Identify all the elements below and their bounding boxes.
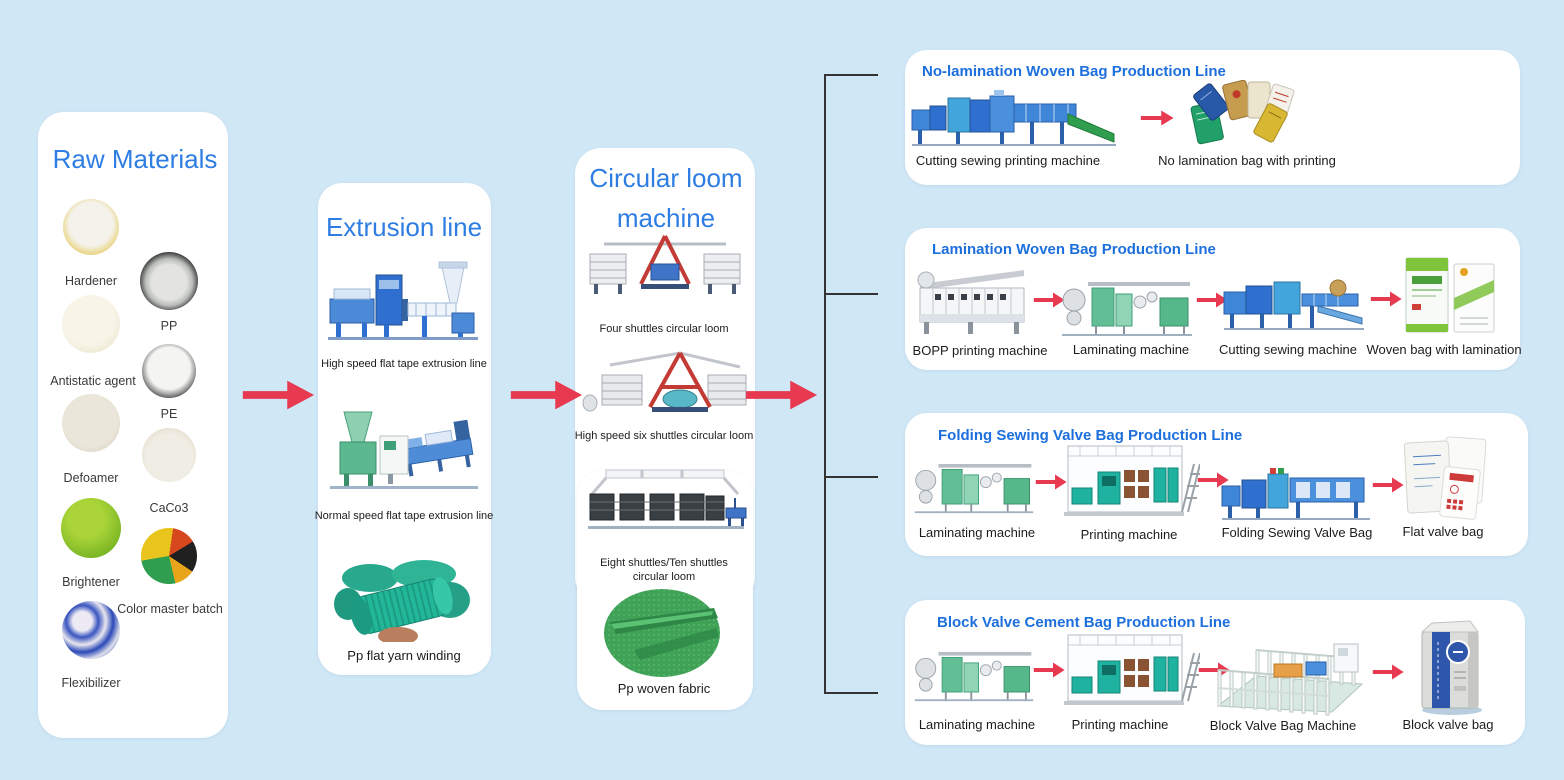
step-arrow-line2-c bbox=[1370, 288, 1402, 310]
block-valve-bag-machine-photo bbox=[1212, 610, 1368, 718]
step-arrow-line2-b bbox=[1196, 289, 1228, 311]
flexibilizer-granules-photo bbox=[62, 601, 120, 659]
defoamer-granules-photo bbox=[62, 394, 120, 452]
block-valve-cement-bag-photo bbox=[1410, 616, 1494, 716]
flow-arrow-loom-to-lines bbox=[744, 374, 818, 416]
step-arrow-line4-c bbox=[1372, 661, 1404, 683]
bopp-printing-machine-photo bbox=[916, 258, 1032, 338]
antistatic-agent-granules-photo bbox=[62, 295, 120, 353]
laminating-caption-line4: Laminating machine bbox=[918, 717, 1036, 732]
brightener-label: Brightener bbox=[62, 575, 120, 589]
printing-machine-photo-line3 bbox=[1058, 436, 1200, 524]
step-arrow-line4-b bbox=[1198, 659, 1230, 681]
pe-label: PE bbox=[160, 407, 178, 421]
bracket-vertical-line bbox=[824, 74, 826, 694]
laminated-woven-bags-photo bbox=[1402, 254, 1500, 338]
cutting-sewing-printing-caption: Cutting sewing printing machine bbox=[915, 153, 1101, 168]
step-arrow-line4-a bbox=[1033, 659, 1065, 681]
step-arrow-line1 bbox=[1140, 107, 1174, 129]
laminating-caption-line2: Laminating machine bbox=[1072, 342, 1190, 357]
folding-sewing-valve-bag-machine-photo bbox=[1220, 450, 1374, 528]
eight-ten-shuttles-loom-caption: Eight shuttles/Ten shuttles circular loo… bbox=[600, 557, 728, 583]
pp-granules-photo bbox=[140, 252, 198, 310]
four-shuttles-loom-caption: Four shuttles circular loom bbox=[599, 323, 729, 335]
pp-woven-fabric-photo bbox=[602, 588, 722, 678]
folding-valve-line-title: Folding Sewing Valve Bag Production Line bbox=[938, 427, 1243, 444]
raw-materials-title: Raw Materials bbox=[52, 144, 218, 174]
six-shuttles-loom-caption: High speed six shuttles circular loom bbox=[574, 430, 754, 442]
laminating-machine-photo-line2 bbox=[1060, 270, 1194, 338]
caco3-granules-photo bbox=[142, 428, 196, 482]
no-lamination-bags-caption: No lamination bag with printing bbox=[1158, 153, 1336, 168]
pp-flat-yarn-winding-photo bbox=[332, 552, 472, 642]
defoamer-label: Defoamer bbox=[63, 471, 119, 485]
laminating-machine-photo-line3 bbox=[913, 448, 1035, 520]
bracket-branch-line-1 bbox=[824, 74, 878, 76]
brightener-photo bbox=[61, 498, 121, 558]
flat-valve-bag-photo bbox=[1400, 434, 1494, 524]
step-arrow-line3-b bbox=[1197, 469, 1229, 491]
six-shuttles-circular-loom-photo bbox=[580, 345, 750, 423]
flow-arrow-extrusion-to-loom bbox=[509, 374, 583, 416]
laminating-caption-line3: Laminating machine bbox=[918, 525, 1036, 540]
four-shuttles-circular-loom-photo bbox=[586, 230, 744, 300]
eight-ten-shuttles-circular-loom-photo bbox=[582, 460, 748, 540]
hardener-granules-photo bbox=[63, 199, 119, 255]
flexibilizer-label: Flexibilizer bbox=[61, 676, 121, 690]
printing-machine-photo-line4 bbox=[1058, 624, 1200, 714]
color-master-batch-photo bbox=[141, 528, 197, 584]
high-speed-extrusion-caption: High speed flat tape extrusion line bbox=[321, 358, 487, 370]
flow-arrow-raw-to-extrusion bbox=[241, 374, 315, 416]
color-master-batch-label: Color master batch bbox=[117, 602, 223, 616]
pp-woven-fabric-caption: Pp woven fabric bbox=[617, 681, 711, 696]
printing-caption-line3: Printing machine bbox=[1080, 527, 1178, 542]
step-arrow-line3-c bbox=[1372, 474, 1404, 496]
lamination-line-title: Lamination Woven Bag Production Line bbox=[932, 241, 1216, 258]
step-arrow-line2-a bbox=[1033, 289, 1065, 311]
block-valve-bag-caption: Block valve bag bbox=[1402, 717, 1494, 732]
folding-valve-machine-caption: Folding Sewing Valve Bag bbox=[1221, 525, 1373, 540]
no-lamination-line-title: No-lamination Woven Bag Production Line bbox=[922, 63, 1226, 80]
printed-woven-bags-photo bbox=[1186, 80, 1308, 146]
block-valve-machine-caption: Block Valve Bag Machine bbox=[1209, 718, 1357, 733]
pe-granules-photo bbox=[142, 344, 196, 398]
circular-loom-title: Circular loom machine bbox=[589, 163, 743, 234]
cutting-sewing-machine-photo bbox=[1222, 262, 1368, 336]
bracket-branch-line-2 bbox=[824, 293, 878, 295]
hardener-label: Hardener bbox=[64, 274, 118, 288]
pp-label: PP bbox=[160, 319, 178, 333]
step-arrow-line3-a bbox=[1035, 471, 1067, 493]
cutting-sewing-printing-machine-photo bbox=[910, 84, 1122, 150]
antistatic-agent-label: Antistatic agent bbox=[50, 374, 136, 388]
extrusion-line-title: Extrusion line bbox=[325, 212, 483, 242]
laminating-machine-photo-line4 bbox=[913, 636, 1035, 708]
normal-speed-extrusion-caption: Normal speed flat tape extrusion line bbox=[314, 510, 494, 522]
printing-caption-line4: Printing machine bbox=[1071, 717, 1169, 732]
bopp-printing-caption: BOPP printing machine bbox=[912, 343, 1048, 358]
bracket-branch-line-4 bbox=[824, 692, 878, 694]
cutting-sewing-caption: Cutting sewing machine bbox=[1218, 342, 1358, 357]
bracket-branch-line-3 bbox=[824, 476, 878, 478]
caco3-label: CaCo3 bbox=[149, 501, 189, 515]
laminated-bags-caption: Woven bag with lamination bbox=[1366, 342, 1522, 357]
block-valve-line-title: Block Valve Cement Bag Production Line bbox=[937, 614, 1231, 631]
normal-speed-extrusion-line-photo bbox=[326, 392, 481, 497]
pp-flat-yarn-winding-caption: Pp flat yarn winding bbox=[347, 648, 461, 663]
flat-valve-bag-caption: Flat valve bag bbox=[1402, 524, 1484, 539]
high-speed-extrusion-line-photo bbox=[326, 255, 481, 348]
